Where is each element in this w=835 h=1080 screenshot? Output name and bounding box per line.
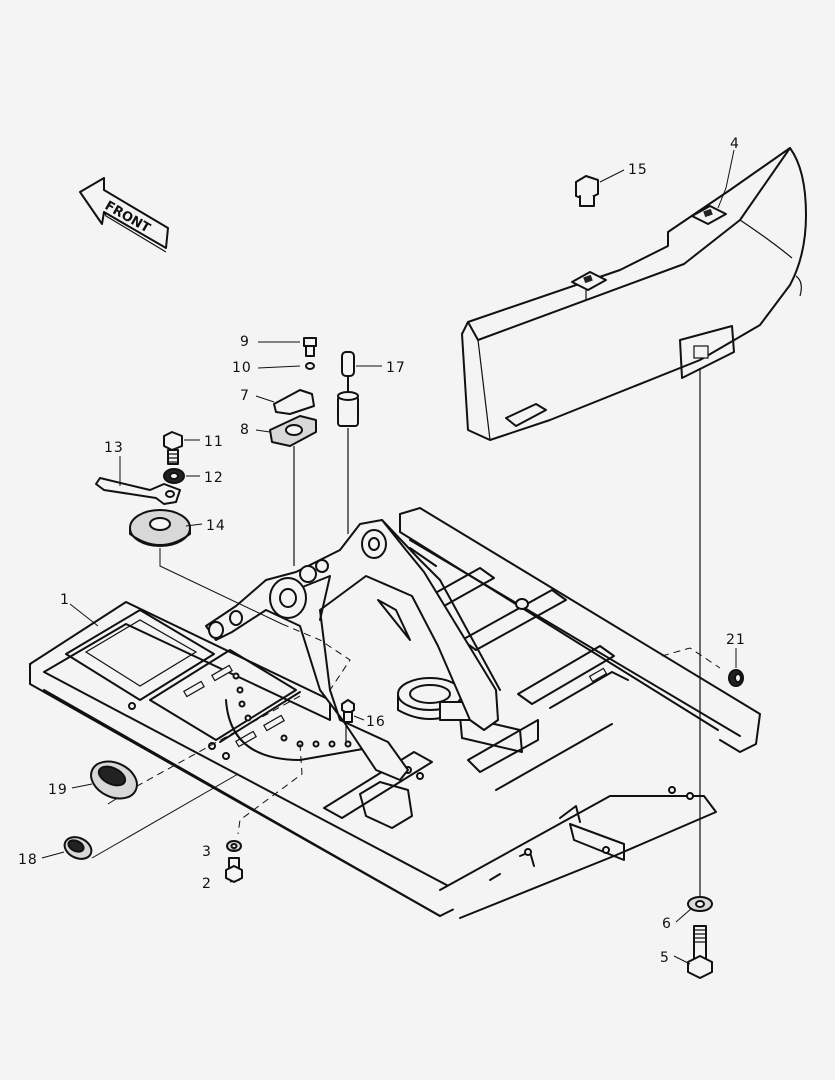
part-7-cover: [273, 389, 315, 415]
callout-10: 10: [232, 360, 252, 376]
callout-17: 17: [386, 360, 406, 376]
callout-13: 13: [104, 440, 124, 456]
part-3-washer: [226, 840, 242, 852]
part-14-pad: [129, 509, 191, 547]
part-15-bolt: [575, 175, 599, 207]
part-8-gasket: [269, 415, 317, 447]
leader-lines: [41, 149, 737, 965]
callout-5: 5: [660, 950, 670, 966]
callout-3: 3: [202, 844, 212, 860]
part-9-bolt: [303, 337, 317, 357]
part-13-plate: [95, 477, 181, 505]
callout-4: 4: [730, 136, 740, 152]
part-12-washer: [163, 468, 185, 484]
counterweight: [461, 147, 807, 441]
callout-12: 12: [204, 470, 224, 486]
callout-8: 8: [240, 422, 250, 438]
part-19-grommet: [90, 760, 138, 800]
part-5-bolt: [687, 925, 713, 979]
part-17-pin: [337, 351, 359, 427]
front-arrow: FRONT: [79, 177, 169, 253]
part-2-bolt: [225, 857, 243, 883]
part-21-plug: [728, 669, 744, 687]
callout-21: 21: [726, 632, 746, 648]
part-6-washer: [687, 896, 713, 912]
part-16-bolt: [341, 699, 355, 723]
callout-11: 11: [204, 434, 224, 450]
callout-14: 14: [206, 518, 226, 534]
callout-16: 16: [366, 714, 386, 730]
callout-9: 9: [240, 334, 250, 350]
callout-19: 19: [48, 782, 68, 798]
callout-2: 2: [202, 876, 212, 892]
part-11-bolt: [163, 431, 183, 465]
callouts: 1 2 3 4 5 6 7 8 9 10 11 12 13 14 15 16 1…: [18, 136, 746, 966]
callout-6: 6: [662, 916, 672, 932]
explosion-lines: [91, 290, 721, 896]
callout-18: 18: [18, 852, 38, 868]
part-18-grommet: [63, 836, 93, 860]
callout-7: 7: [240, 388, 250, 404]
upper-frame: [29, 507, 761, 919]
boom-bracket: [205, 519, 529, 781]
callout-15: 15: [628, 162, 648, 178]
callout-1: 1: [60, 592, 70, 608]
part-10-washer: [305, 362, 315, 370]
